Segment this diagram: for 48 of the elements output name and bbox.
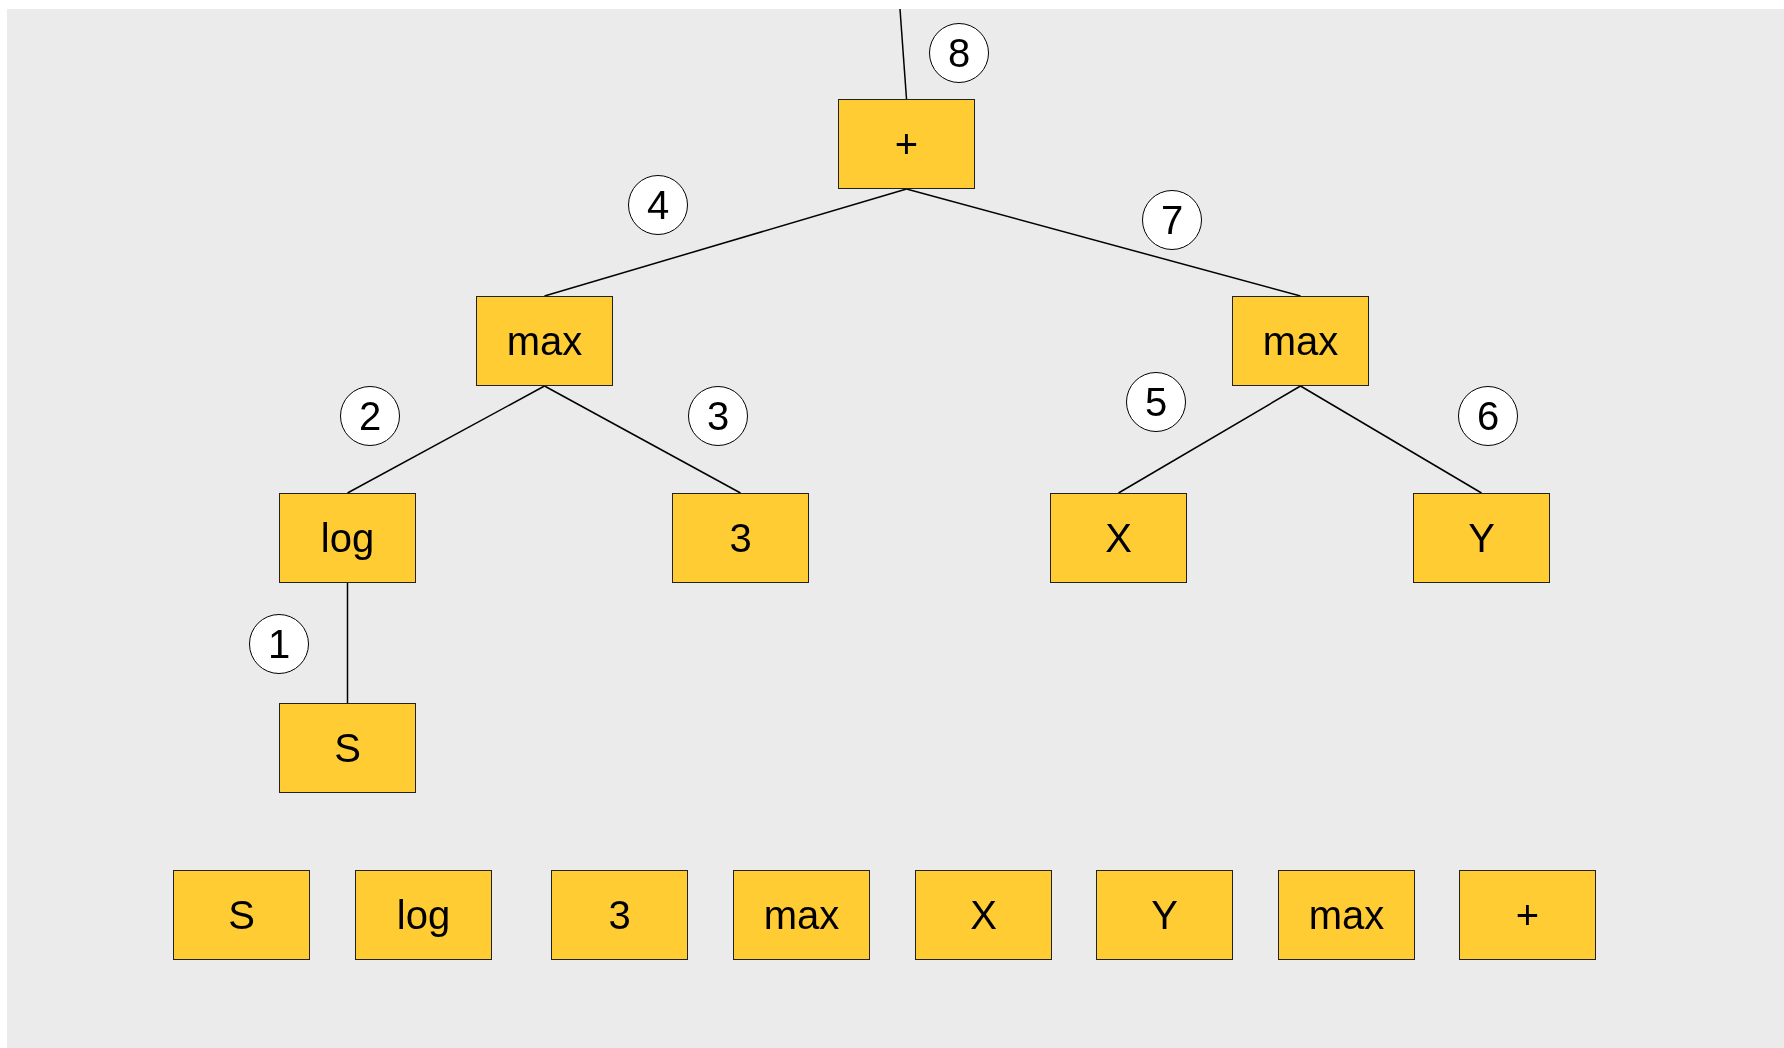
step-number: 3: [706, 396, 730, 436]
token-label: log: [396, 895, 451, 935]
connector-line: [543, 385, 742, 494]
token-box: [173, 870, 310, 960]
token-label: X: [970, 895, 997, 935]
step-number: 8: [947, 33, 971, 73]
step-number: 5: [1144, 382, 1168, 422]
step-number: 6: [1476, 396, 1500, 436]
token-box: [551, 870, 688, 960]
step-number: 1: [267, 624, 291, 664]
token-box: [1278, 870, 1415, 960]
connector-line: [1299, 385, 1483, 494]
connector-line: [543, 188, 908, 297]
token-box: [1050, 493, 1187, 583]
connector-line: [346, 385, 546, 494]
step-number: 4: [646, 185, 670, 225]
token-label: 3: [608, 895, 631, 935]
token-label: +: [1515, 895, 1540, 935]
token-label: Y: [1151, 895, 1178, 935]
connector-line: [346, 582, 349, 704]
token-box: [733, 870, 870, 960]
token-label: 3: [729, 518, 752, 558]
token-label: S: [228, 895, 255, 935]
connector-line: [1117, 385, 1302, 494]
token-box: [838, 99, 975, 189]
token-label: max: [506, 321, 583, 361]
token-label: max: [1262, 321, 1339, 361]
token-box: [1096, 870, 1233, 960]
connector-line: [899, 8, 908, 100]
token-box: [1413, 493, 1550, 583]
token-box: [1459, 870, 1596, 960]
step-number: 7: [1160, 200, 1184, 240]
token-box: [279, 703, 416, 793]
token-box: [476, 296, 613, 386]
connector-line: [905, 188, 1302, 297]
token-label: max: [763, 895, 840, 935]
token-label: max: [1308, 895, 1385, 935]
token-box: [279, 493, 416, 583]
token-label: X: [1105, 518, 1132, 558]
token-box: [355, 870, 492, 960]
token-box: [915, 870, 1052, 960]
token-label: S: [334, 728, 361, 768]
token-label: +: [894, 124, 919, 164]
step-number: 2: [358, 396, 382, 436]
token-label: Y: [1468, 518, 1495, 558]
token-label: log: [320, 518, 375, 558]
token-box: [1232, 296, 1369, 386]
token-box: [672, 493, 809, 583]
